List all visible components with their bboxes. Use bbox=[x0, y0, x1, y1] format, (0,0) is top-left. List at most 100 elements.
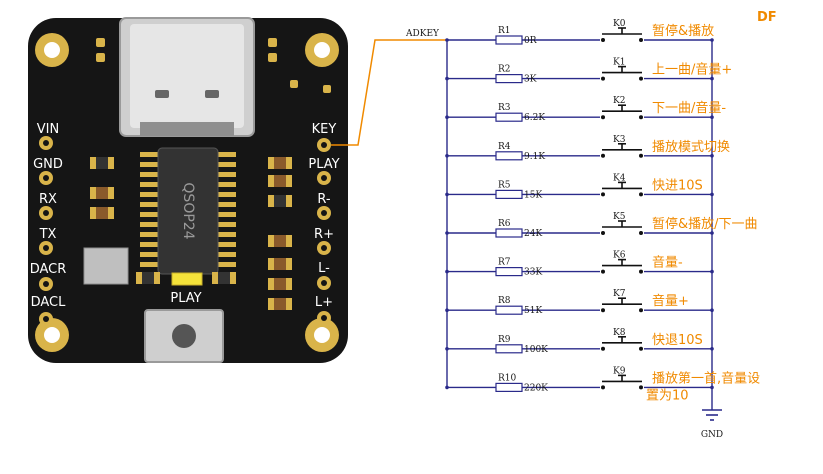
play-button bbox=[144, 309, 224, 363]
chip-pin bbox=[140, 202, 158, 207]
pin-key: KEY bbox=[312, 122, 336, 152]
junction-dot bbox=[445, 192, 449, 197]
switch-ref: K4 bbox=[613, 173, 626, 183]
resistor-ref: R4 bbox=[498, 142, 511, 152]
pin-label-dacr: DACR bbox=[30, 262, 67, 277]
switch-contact bbox=[601, 76, 605, 81]
chip-pin bbox=[218, 192, 236, 197]
chip-pin bbox=[140, 262, 158, 267]
junction-dot bbox=[710, 308, 714, 313]
switch-ref: K6 bbox=[613, 251, 626, 261]
chip-pin bbox=[140, 242, 158, 247]
switch-contact bbox=[639, 346, 643, 351]
junction-dot bbox=[445, 385, 449, 390]
right-pin-header: KEY PLAY R- R+ L- L+ bbox=[308, 122, 340, 325]
resistor-value: 15K bbox=[524, 190, 542, 200]
resistor-ref: R5 bbox=[498, 180, 511, 190]
play-led bbox=[171, 272, 203, 286]
chip-pin bbox=[140, 252, 158, 257]
resistor-ref: R10 bbox=[498, 373, 517, 383]
switch-contact bbox=[601, 153, 605, 158]
chip-pin bbox=[140, 172, 158, 177]
key-function-label: 暂停&播放/下一曲 bbox=[652, 216, 758, 232]
usb-c-connector bbox=[119, 17, 255, 137]
chip-pin bbox=[140, 182, 158, 187]
switch-ref: K8 bbox=[613, 328, 626, 338]
resistor-ref: R1 bbox=[498, 26, 511, 36]
chip-pin bbox=[218, 202, 236, 207]
resistor-value: 33K bbox=[524, 268, 542, 278]
pin-label-play: PLAY bbox=[308, 157, 339, 172]
resistor bbox=[495, 344, 523, 354]
chip-pin bbox=[140, 192, 158, 197]
resistor-ref: R2 bbox=[498, 65, 511, 75]
chip-label: QSOP24 bbox=[180, 182, 196, 239]
net-label: ADKEY bbox=[405, 29, 440, 39]
resistor bbox=[495, 228, 523, 238]
resistor-value: 220K bbox=[524, 383, 548, 393]
schematic-row: R7 33K K6 音量- bbox=[445, 251, 714, 278]
pin-label-r-minus: R- bbox=[317, 192, 331, 207]
switch-contact bbox=[639, 115, 643, 120]
ground-icon bbox=[702, 409, 722, 421]
pin-gnd: GND bbox=[33, 157, 63, 185]
pin-dacr: DACR bbox=[30, 262, 67, 291]
chip-pin bbox=[218, 212, 236, 217]
resistor-value: 100K bbox=[524, 345, 548, 355]
switch-ref: K1 bbox=[613, 58, 625, 68]
chip-pin bbox=[218, 232, 236, 237]
chip-pin bbox=[218, 172, 236, 177]
chip-pin bbox=[218, 152, 236, 157]
pin-vin: VIN bbox=[37, 122, 59, 150]
resistor bbox=[495, 112, 523, 122]
junction-dot bbox=[710, 192, 714, 197]
chip-pin bbox=[140, 162, 158, 167]
junction-dot bbox=[445, 38, 449, 42]
resistor-value: 51K bbox=[524, 306, 542, 316]
pin-l-minus: L- bbox=[317, 261, 331, 290]
resistor-ref: R7 bbox=[498, 258, 511, 268]
switch-contact bbox=[601, 192, 605, 197]
pin-label-l-minus: L- bbox=[318, 261, 330, 276]
switch-ref: K7 bbox=[613, 289, 626, 299]
pin-label-dacl: DACL bbox=[31, 295, 67, 310]
resistor-value: 24K bbox=[524, 229, 542, 239]
switch-contact bbox=[639, 231, 643, 235]
switch-contact bbox=[601, 38, 605, 42]
chip-pin bbox=[218, 162, 236, 167]
resistor bbox=[495, 305, 523, 315]
resistor-ref: R9 bbox=[498, 335, 511, 345]
chip-pin bbox=[140, 232, 158, 237]
switch-contact bbox=[639, 308, 643, 313]
left-pin-header: VIN GND RX TX DACR DACL bbox=[30, 122, 67, 326]
pin-play: PLAY bbox=[308, 157, 340, 185]
switch-contact bbox=[601, 308, 605, 313]
key-function-label: 音量+ bbox=[652, 293, 689, 309]
resistor-value: 3K bbox=[524, 75, 537, 85]
pin-dacl: DACL bbox=[31, 295, 67, 326]
chip-pin bbox=[140, 152, 158, 157]
chip-pin bbox=[218, 262, 236, 267]
switch-ref: K5 bbox=[613, 212, 626, 222]
chip-pin bbox=[218, 222, 236, 227]
junction-dot bbox=[445, 76, 449, 81]
junction-dot bbox=[445, 308, 449, 313]
junction-dot bbox=[445, 347, 449, 351]
junction-dot bbox=[445, 115, 449, 119]
switch-contact bbox=[601, 269, 605, 274]
key-function-label: 音量- bbox=[652, 255, 683, 271]
junction-dot bbox=[710, 385, 714, 390]
chip-qsop24: QSOP24 bbox=[140, 147, 236, 275]
junction-dot bbox=[445, 154, 449, 158]
resistor bbox=[495, 73, 523, 84]
key-function-label: 暂停&播放 bbox=[652, 23, 714, 39]
switch-contact bbox=[639, 385, 643, 390]
pin-label-r-plus: R+ bbox=[314, 227, 334, 242]
play-button-label: PLAY bbox=[170, 291, 201, 306]
pin-rx: RX bbox=[39, 192, 57, 220]
